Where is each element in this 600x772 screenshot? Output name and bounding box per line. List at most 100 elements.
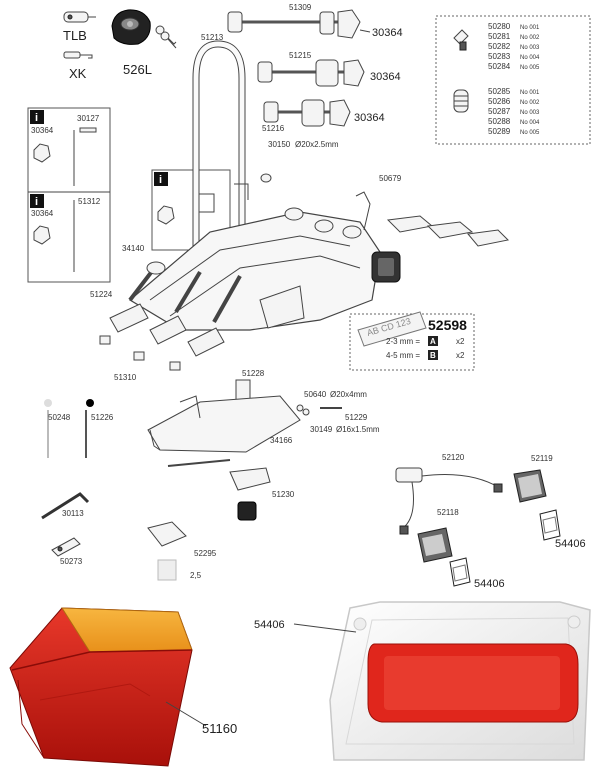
label-54406-a: 54406 — [555, 538, 586, 550]
tail-light-51160 — [9, 607, 193, 767]
label-52295: 52295 — [194, 549, 217, 558]
cylinder-part-code: 50288 — [488, 117, 511, 126]
label-51309: 51309 — [289, 3, 312, 12]
qty-b: x2 — [456, 351, 465, 360]
info-icon-glyph: i — [35, 196, 38, 208]
label-54406-b: 54406 — [474, 578, 505, 590]
label-30364-b: 30364 — [370, 71, 401, 83]
washers — [296, 404, 342, 416]
xk-label: XK — [69, 66, 87, 81]
info-icon — [154, 172, 168, 186]
key-part-code: 50280 — [488, 22, 511, 31]
label-51213: 51213 — [201, 33, 224, 42]
label-50640-spec: Ø20x4mm — [330, 390, 367, 399]
label-51216: 51216 — [262, 124, 285, 133]
key-part-no: No 003 — [520, 45, 540, 51]
black-dot-icon — [86, 399, 94, 407]
knob-icon — [157, 205, 175, 225]
label-34166: 34166 — [270, 436, 293, 445]
label-50273: 50273 — [60, 557, 83, 566]
key-blank-icon — [453, 29, 469, 51]
washer-icon — [260, 173, 272, 183]
grey-dot-icon — [44, 399, 52, 407]
key-part-no: No 005 — [520, 65, 540, 71]
label-30364-a: 30364 — [372, 27, 403, 39]
frame-arm-51216 — [263, 99, 351, 127]
label-51160: 51160 — [202, 721, 237, 736]
label-30113: 30113 — [62, 509, 84, 518]
lamp-52118 — [417, 527, 453, 563]
cylinder-part-no: No 001 — [520, 90, 540, 96]
hold-down-clamps — [386, 215, 510, 247]
key-part-code: 50283 — [488, 52, 511, 61]
straps-34140 — [146, 207, 362, 275]
cylinder-part-no: No 002 — [520, 100, 540, 106]
info-box-left — [27, 107, 111, 283]
info-icon-glyph: i — [159, 174, 162, 186]
knob-icon — [33, 143, 51, 163]
carrier-body — [128, 211, 401, 331]
size-2-3mm: 2-3 mm = — [386, 337, 420, 346]
frame-arm-51215 — [257, 59, 365, 87]
key-parts-list: 50280 No 001 50281 No 002 50282 No 003 5… — [488, 22, 540, 71]
box-a-label: A — [430, 337, 436, 346]
label-51229: 51229 — [345, 413, 368, 422]
label-30364-e: 30364 — [31, 209, 54, 218]
cylinder-part-no: No 004 — [520, 120, 540, 126]
cylinder-icon — [453, 89, 469, 113]
label-50640: 50640 — [304, 390, 327, 399]
label-30149-spec: Ø16x1.5mm — [336, 425, 380, 434]
qty-a: x2 — [456, 337, 465, 346]
keys-icon — [155, 25, 177, 49]
cylinder-part-no: No 005 — [520, 130, 540, 136]
label-52120: 52120 — [442, 453, 465, 462]
key-part-code: 50281 — [488, 32, 511, 41]
label-51226: 51226 — [91, 413, 114, 422]
info-icon-glyph: i — [35, 112, 38, 124]
label-51312: 51312 — [78, 197, 101, 206]
tlb-key-icon — [63, 11, 96, 23]
cylinder-part-code: 50286 — [488, 97, 511, 106]
lamp-52119 — [513, 469, 547, 503]
key-part-no: No 001 — [520, 25, 540, 31]
label-51224: 51224 — [90, 290, 113, 299]
cylinder-part-no: No 003 — [520, 110, 540, 116]
label-51230: 51230 — [272, 490, 295, 499]
label-50248: 50248 — [48, 413, 71, 422]
label-51310: 51310 — [114, 373, 137, 382]
label-50679: 50679 — [379, 174, 402, 183]
allen-key-icon — [41, 492, 90, 520]
clamp-arms — [99, 303, 225, 371]
label-30127: 30127 — [77, 114, 100, 123]
label-54406-c: 54406 — [254, 619, 285, 631]
key-part-no: No 004 — [520, 55, 540, 61]
frame-arm-51309 — [227, 9, 361, 39]
knob-icon — [33, 225, 51, 245]
label-34140: 34140 — [122, 244, 145, 253]
xk-key-icon — [63, 51, 93, 59]
lens-54406-large — [329, 601, 591, 761]
cylinder-part-code: 50289 — [488, 127, 511, 136]
label-52119: 52119 — [531, 454, 553, 463]
box-a — [428, 336, 438, 346]
label-51215: 51215 — [289, 51, 312, 60]
cylinder-parts-list: 50285 No 001 50286 No 002 50287 No 003 5… — [488, 87, 540, 136]
box-b-label: B — [430, 351, 436, 360]
label-30149: 30149 — [310, 425, 333, 434]
lock-knob-icon — [111, 9, 151, 45]
spacer-plate-icon — [51, 537, 81, 557]
key-part-code: 50282 — [488, 42, 511, 51]
clamp-52295 — [147, 521, 187, 581]
key-part-no: No 002 — [520, 35, 540, 41]
cylinder-part-code: 50285 — [488, 87, 511, 96]
lens-54406-small-b — [449, 557, 471, 587]
label-51228: 51228 — [242, 369, 265, 378]
label-52598: 52598 — [428, 317, 467, 333]
label-30150: 30150 — [268, 140, 291, 149]
box-b — [428, 350, 438, 360]
label-30364-c: 30364 — [354, 112, 385, 124]
lock-label: 526L — [123, 62, 152, 77]
cylinder-part-code: 50287 — [488, 107, 511, 116]
wiring-harness — [395, 467, 503, 535]
